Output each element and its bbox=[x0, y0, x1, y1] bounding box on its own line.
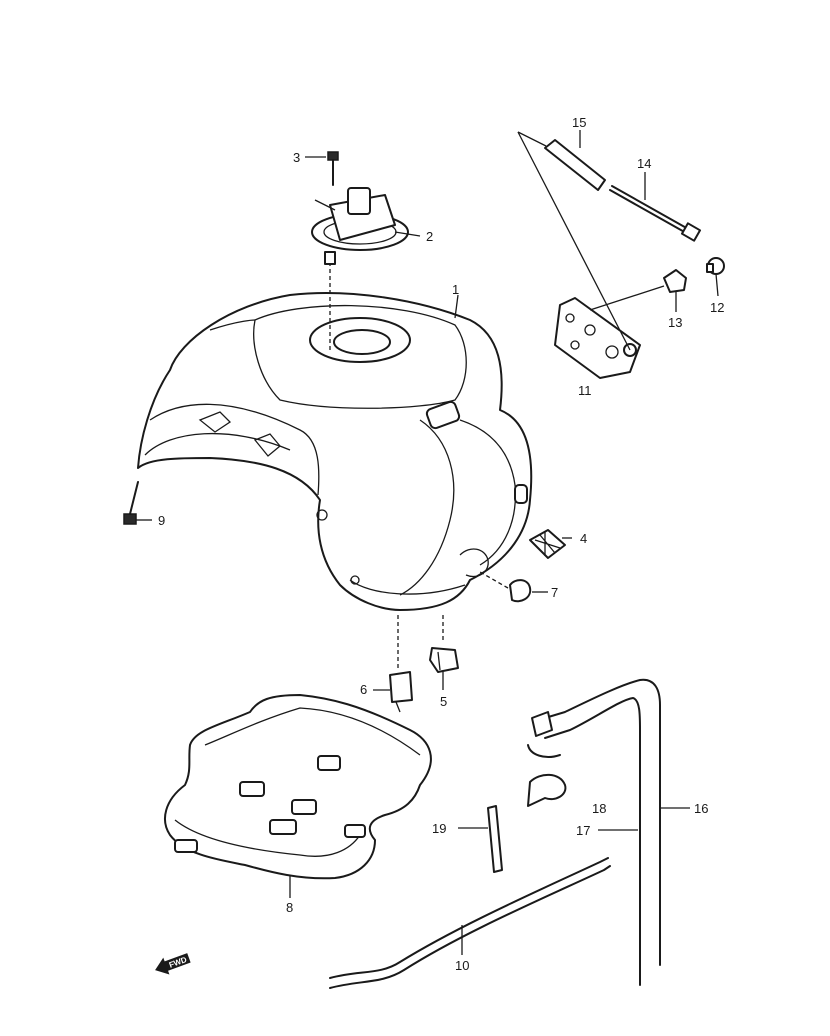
callout-5: 5 bbox=[440, 694, 447, 709]
callout-4: 4 bbox=[580, 531, 587, 546]
callout-3: 3 bbox=[293, 150, 300, 165]
cap-bolt bbox=[327, 151, 339, 186]
fuel-tank bbox=[137, 292, 533, 611]
hose-bracket bbox=[458, 805, 503, 873]
callout-6: 6 bbox=[360, 682, 367, 697]
long-bolt bbox=[609, 185, 702, 242]
screw bbox=[706, 257, 725, 275]
fwd-arrow-icon: FWD bbox=[155, 953, 191, 975]
tank-bolt bbox=[123, 481, 152, 525]
hose-clamp bbox=[527, 773, 567, 807]
callout-2: 2 bbox=[426, 229, 433, 244]
nut bbox=[663, 269, 687, 293]
heat-shield-tray bbox=[164, 694, 432, 898]
fuel-cap-assembly bbox=[311, 187, 409, 350]
callout-18: 18 bbox=[592, 801, 606, 816]
cushion bbox=[429, 612, 459, 690]
mounting-bracket bbox=[554, 297, 641, 379]
cap-plug bbox=[479, 571, 548, 603]
callout-16: 16 bbox=[694, 801, 708, 816]
callout-10: 10 bbox=[455, 958, 469, 973]
callout-17: 17 bbox=[576, 823, 590, 838]
breather-hose bbox=[527, 678, 690, 986]
callout-19: 19 bbox=[432, 821, 446, 836]
drain-hose bbox=[329, 857, 611, 989]
callout-14: 14 bbox=[637, 156, 651, 171]
callout-13: 13 bbox=[668, 315, 682, 330]
callout-9: 9 bbox=[158, 513, 165, 528]
callout-12: 12 bbox=[710, 300, 724, 315]
callout-15: 15 bbox=[572, 115, 586, 130]
fwd-label: FWD bbox=[168, 955, 188, 970]
sleeve-collar bbox=[544, 139, 606, 191]
callout-1: 1 bbox=[452, 282, 459, 297]
damper bbox=[373, 612, 413, 713]
callout-11: 11 bbox=[578, 383, 592, 398]
callout-7: 7 bbox=[551, 585, 558, 600]
tank-pad bbox=[529, 529, 566, 559]
callout-8: 8 bbox=[286, 900, 293, 915]
